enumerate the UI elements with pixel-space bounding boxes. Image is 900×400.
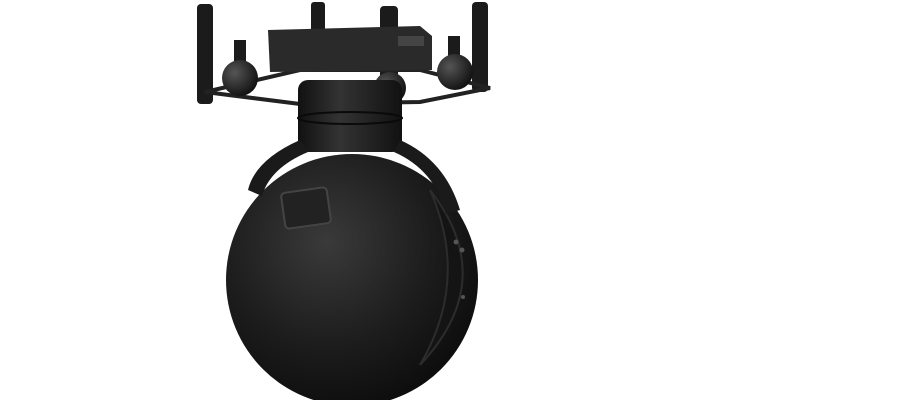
yoke-arm (248, 140, 460, 214)
gimbal-neck (297, 80, 403, 152)
camera-window (280, 186, 332, 230)
damper-ball (437, 54, 473, 90)
damper-ball (222, 60, 258, 96)
camera-ball (226, 154, 478, 400)
